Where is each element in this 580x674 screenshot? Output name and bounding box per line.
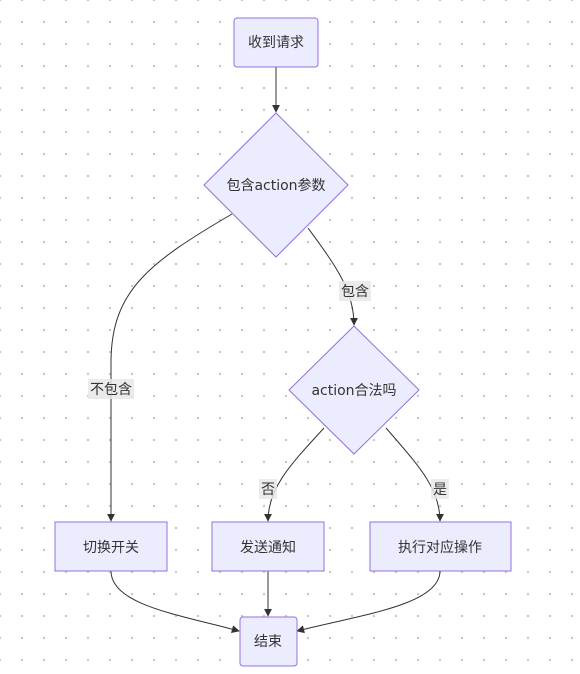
node-toggle-switch: 切换开关 [54,521,168,572]
node-action-valid-decision: action合法吗 [288,325,420,455]
node-receive-request: 收到请求 [233,17,319,68]
edge-label-not-contains: 不包含 [88,379,134,399]
edge-label-no-text: 否 [261,482,275,498]
node-has-action-decision: 包含action参数 [203,112,349,258]
node-toggle-switch-label: 切换开关 [83,539,139,556]
edge-label-not-contains-text: 不包含 [90,382,132,398]
edge-action-valid-to-notify [264,427,325,522]
node-send-notification-label: 发送通知 [240,539,296,556]
node-action-valid-label: action合法吗 [311,383,396,399]
edge-label-yes: 是 [431,479,449,499]
node-send-notification: 发送通知 [211,521,325,572]
node-end-label: 结束 [254,634,282,650]
node-execute-operation: 执行对应操作 [369,521,512,572]
edges [107,67,444,634]
edge-toggle-to-end [110,570,240,633]
edge-label-no: 否 [259,479,277,499]
node-end: 结束 [239,616,298,667]
node-receive-request-label: 收到请求 [248,35,304,51]
edge-execute-to-end [296,570,441,634]
node-execute-operation-label: 执行对应操作 [398,539,482,556]
node-has-action-label: 包含action参数 [226,177,325,194]
edge-label-yes-text: 是 [433,482,447,498]
edge-action-valid-to-execute [385,427,444,522]
edge-has-action-to-action-valid [307,227,358,326]
edge-label-contains-text: 包含 [341,284,369,300]
edge-has-action-to-toggle [107,213,233,522]
edge-label-contains: 包含 [339,281,371,301]
